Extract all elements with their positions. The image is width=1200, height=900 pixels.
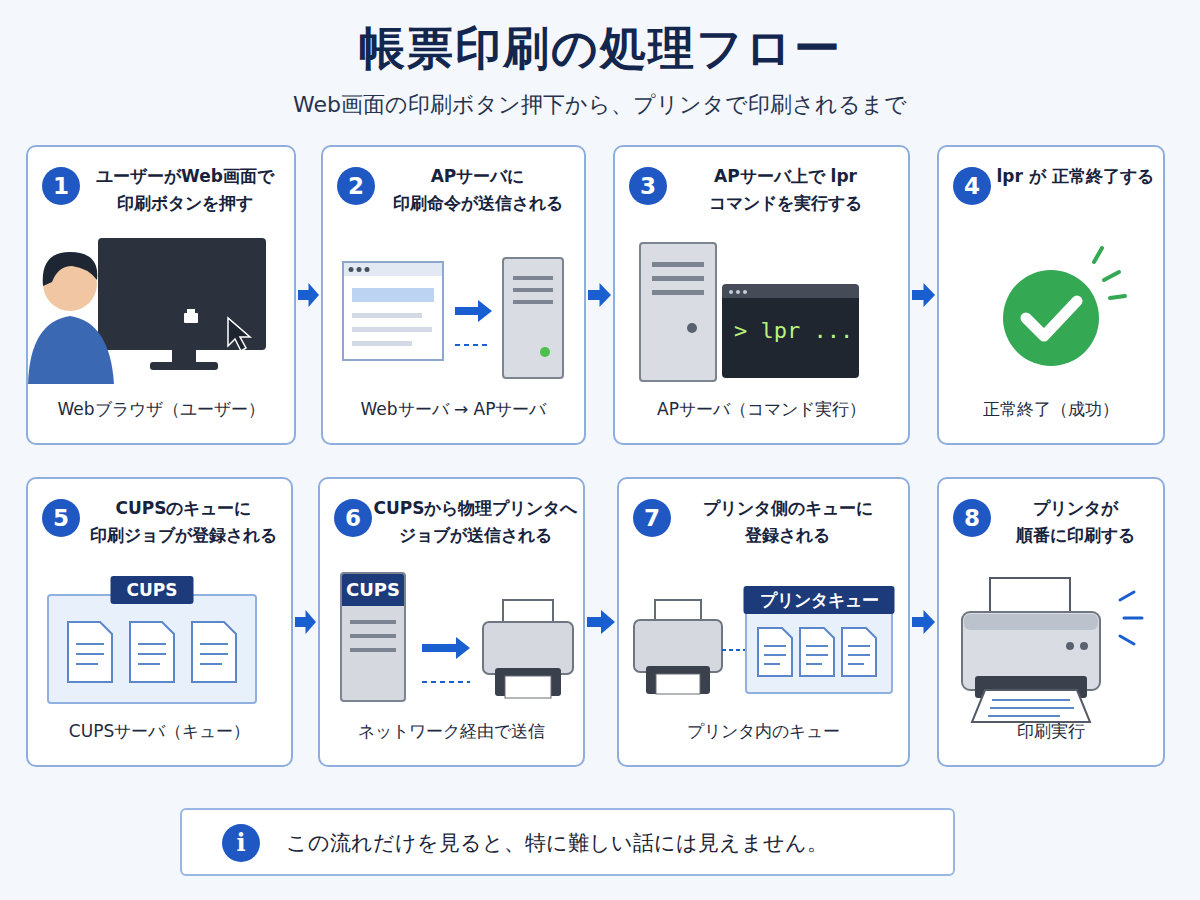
step-card: 2APサーバに 印刷命令が送信される Webサーバ → APサーバ <box>321 145 586 445</box>
step-heading: APサーバに 印刷命令が送信される <box>375 163 580 217</box>
step-card: 3APサーバ上で lpr コマンドを実行する APサーバ（コマンド実行） > lpr… <box>613 145 910 445</box>
queue-box: CUPS <box>47 594 257 704</box>
step-number: 8 <box>953 499 991 537</box>
queue-box: プリンタキュー <box>745 604 893 694</box>
step-caption: 正常終了（成功） <box>943 398 1159 421</box>
step-heading: プリンタ側のキューに 登録される <box>671 495 904 549</box>
step-number: 2 <box>337 167 375 205</box>
flow-arrow <box>298 283 319 307</box>
step-card: 4lpr が 正常終了する正常終了（成功） <box>937 145 1165 445</box>
step-card: 6CUPSから物理プリンタへ ジョブが送信されるネットワーク経由で送信 CUPS <box>318 477 585 767</box>
step-heading: lpr が 正常終了する <box>991 163 1159 190</box>
queue-label: プリンタキュー <box>744 586 895 614</box>
arrow-shape <box>295 610 316 634</box>
step-card: 5CUPSのキューに 印刷ジョブが登録される CUPSサーバ（キュー） CUPS <box>26 477 293 767</box>
step-heading: CUPSから物理プリンタへ ジョブが送信される <box>372 495 579 549</box>
server-label: CUPS <box>342 574 404 606</box>
step-card: 7プリンタ側のキューに 登録されるプリンタ内のキュー プリンタキュー <box>617 477 910 767</box>
step-number: 6 <box>334 499 372 537</box>
arrow-shape <box>912 283 935 307</box>
step-heading: プリンタが 順番に印刷する <box>991 495 1159 549</box>
step-card: 1ユーザーがWeb画面で 印刷ボタンを押す Webブラウザ（ユーザー） 印刷 <box>26 145 296 445</box>
step-number: 7 <box>633 499 671 537</box>
arrow-shape <box>298 283 319 307</box>
step-caption: APサーバ（コマンド実行） <box>619 398 904 421</box>
note-text: この流れだけを見ると、特に難しい話には見えません。 <box>286 810 937 876</box>
step-caption: Webサーバ → APサーバ <box>327 398 580 421</box>
step-number: 4 <box>953 167 991 205</box>
diagram-title: 帳票印刷の処理フロー <box>0 18 1200 80</box>
step-heading: ユーザーがWeb画面で 印刷ボタンを押す <box>80 163 290 217</box>
info-icon: i <box>222 824 260 862</box>
step-caption: Webブラウザ（ユーザー） <box>32 398 290 421</box>
terminal-window: > lpr ... <box>722 284 859 378</box>
queue-label: CUPS <box>111 576 194 604</box>
step-caption: プリンタ内のキュー <box>623 720 904 743</box>
flow-arrow <box>587 610 615 634</box>
cups-server: CUPS <box>340 572 406 702</box>
arrow-shape <box>587 610 615 634</box>
step-number: 5 <box>42 499 80 537</box>
command-text: > lpr ... <box>734 318 853 343</box>
arrow-shape <box>912 610 935 634</box>
button-label: 印刷 <box>208 306 236 334</box>
note-box: i この流れだけを見ると、特に難しい話には見えません。 <box>180 808 955 876</box>
print-button: 印刷 <box>178 306 244 334</box>
flow-arrow <box>912 283 935 307</box>
flow-arrow <box>912 610 935 634</box>
diagram-subtitle: Web画面の印刷ボタン押下から、プリンタで印刷されるまで <box>0 90 1200 120</box>
flow-arrow <box>588 283 611 307</box>
step-number: 3 <box>629 167 667 205</box>
step-heading: CUPSのキューに 印刷ジョブが登録される <box>80 495 287 549</box>
step-card: 8プリンタが 順番に印刷する印刷実行 <box>937 477 1165 767</box>
step-heading: APサーバ上で lpr コマンドを実行する <box>667 163 904 217</box>
step-number: 1 <box>42 167 80 205</box>
step-caption: 印刷実行 <box>943 720 1159 743</box>
step-caption: CUPSサーバ（キュー） <box>32 720 287 743</box>
step-caption: ネットワーク経由で送信 <box>324 720 579 743</box>
arrow-shape <box>588 283 611 307</box>
flow-arrow <box>295 610 316 634</box>
